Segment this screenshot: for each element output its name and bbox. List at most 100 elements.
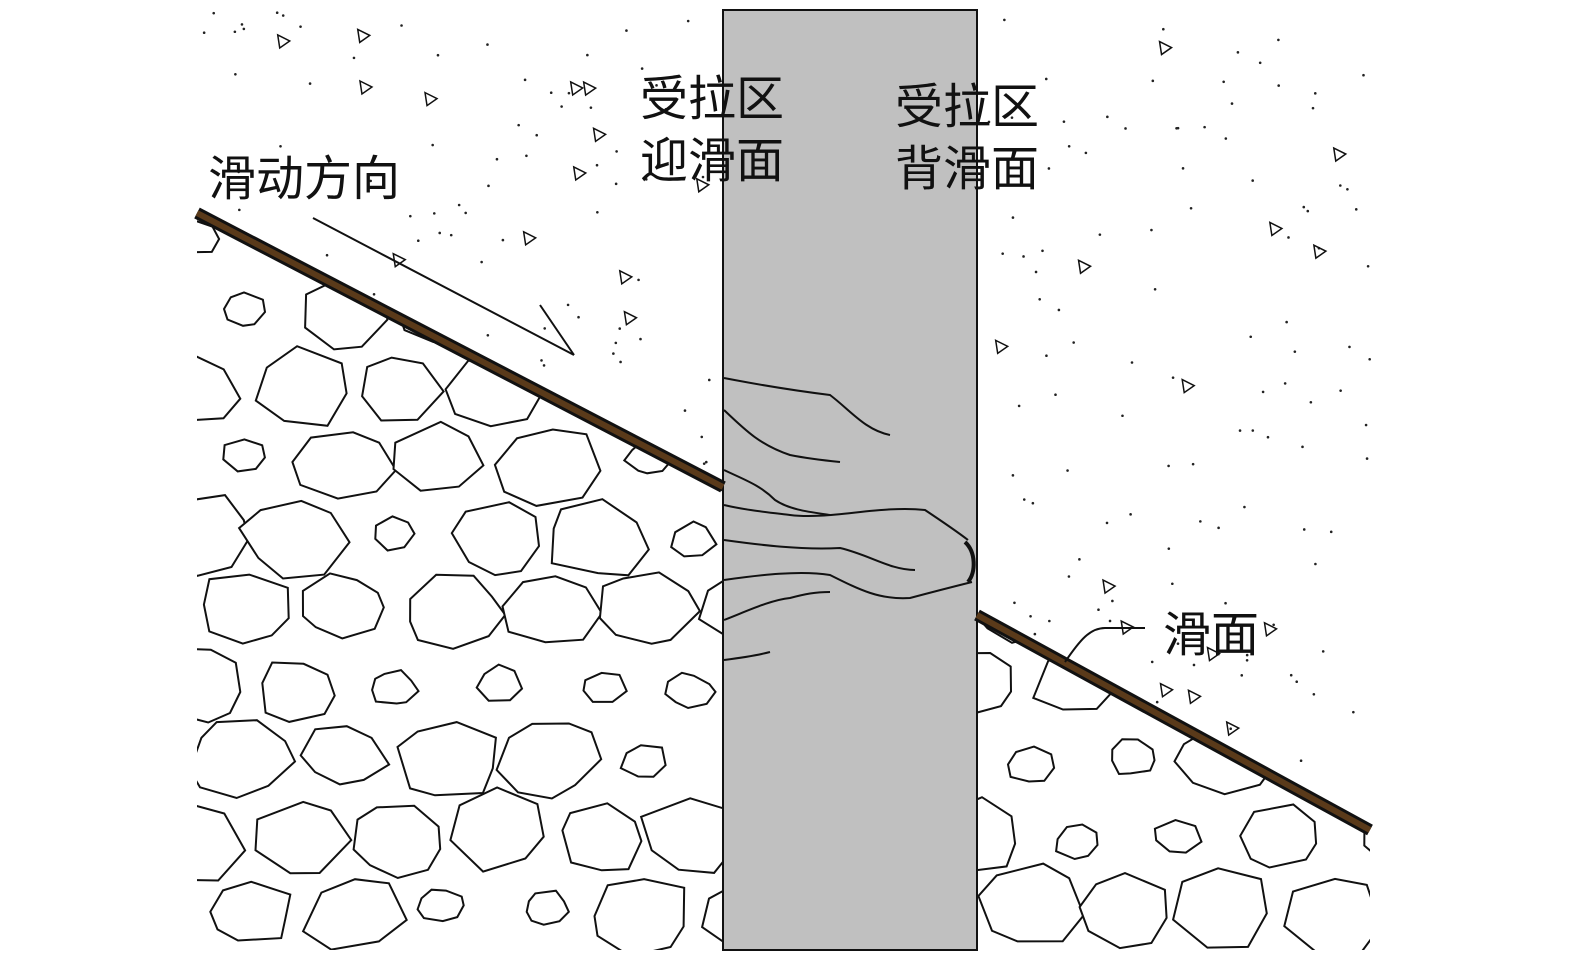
rock	[578, 220, 621, 254]
soil-dot	[1078, 558, 1081, 561]
soil-dot	[1108, 619, 1112, 623]
soil-dot	[525, 154, 528, 158]
soil-dot	[1348, 345, 1351, 349]
soil-dot	[704, 460, 708, 464]
aggregate-triangle	[569, 80, 585, 97]
soil-dot	[1312, 692, 1316, 696]
rock	[550, 498, 650, 577]
soil-dot	[560, 105, 563, 108]
soil-dot	[614, 182, 618, 186]
soil-dot	[1047, 167, 1051, 170]
soil-dot	[1011, 216, 1015, 219]
soil-dot	[1022, 255, 1025, 258]
aggregate-triangle	[623, 310, 638, 327]
rock	[1006, 745, 1056, 783]
aggregate-triangle	[424, 91, 439, 107]
soil-dot	[595, 163, 599, 167]
soil-dot	[1251, 429, 1255, 432]
soil-dot	[238, 208, 241, 212]
aggregate-triangle	[1158, 40, 1174, 56]
aggregate-triangle	[1332, 146, 1348, 163]
soil-dot	[614, 341, 618, 345]
rock	[1035, 190, 1129, 270]
rock	[501, 575, 604, 644]
soil-dot	[1277, 84, 1280, 87]
soil-dot	[1366, 264, 1370, 268]
soil-dot	[1033, 632, 1037, 636]
rock	[593, 878, 686, 950]
soil-dot	[1098, 233, 1102, 236]
rock	[1351, 375, 1395, 411]
rock	[1384, 578, 1484, 652]
aggregate-triangle	[522, 230, 538, 247]
rock	[396, 721, 497, 797]
soil-dot	[1066, 469, 1069, 472]
soil-dot	[299, 25, 302, 28]
soil-dot	[1266, 435, 1270, 439]
soil-dot	[1171, 582, 1174, 586]
label-tension-zone-left: 受拉区	[640, 71, 785, 127]
soil-dot	[1346, 187, 1349, 191]
rock	[197, 494, 250, 577]
soil-dot	[1283, 382, 1287, 385]
rock	[1335, 496, 1426, 566]
soil-dot	[1306, 209, 1310, 213]
rock	[301, 878, 408, 950]
soil-dot	[596, 210, 599, 214]
aggregate-triangle	[1312, 243, 1328, 260]
soil-dot	[240, 23, 244, 26]
rock	[222, 291, 267, 327]
soil-dot	[1272, 623, 1275, 627]
soil-dot	[577, 315, 580, 319]
aggregate-triangle	[994, 339, 1010, 355]
soil-dot	[542, 364, 546, 367]
soil-dot	[1191, 462, 1195, 466]
soil-dot	[1171, 376, 1175, 379]
rock	[989, 435, 1078, 504]
soil-dot	[464, 211, 467, 215]
rock-layer-right	[977, 190, 1484, 950]
rock	[1159, 669, 1209, 710]
soil-dot	[664, 108, 668, 111]
soil-dot	[1106, 115, 1109, 119]
soil-dot	[1192, 663, 1196, 667]
soil-dot	[1368, 357, 1371, 361]
rock	[561, 802, 643, 872]
soil-dot	[1309, 400, 1313, 404]
soil-dot	[1105, 521, 1109, 525]
rock	[1095, 295, 1145, 329]
soil-dot	[1249, 335, 1253, 339]
soil-dot	[1162, 27, 1165, 31]
soil-dot	[501, 238, 505, 242]
soil-dot	[487, 184, 490, 188]
soil-dot	[1222, 80, 1225, 84]
soil-dot	[1031, 501, 1035, 505]
soil-dot	[416, 239, 420, 243]
soil-dot	[549, 91, 553, 94]
rock	[664, 671, 717, 710]
soil-dot	[1295, 680, 1299, 684]
slip-surface-leader-line	[1064, 627, 1145, 663]
soil-dot	[279, 144, 282, 148]
aggregate-triangle	[592, 127, 608, 143]
soil-dot	[1243, 505, 1246, 509]
rock	[392, 265, 497, 344]
soil-dot	[1365, 457, 1369, 460]
soil-dot	[1230, 102, 1234, 105]
rock	[1281, 615, 1370, 643]
rock	[375, 218, 421, 255]
soil-dot	[644, 178, 648, 181]
rock	[979, 281, 1079, 346]
soil-dot	[1293, 350, 1297, 353]
soil-dot	[1285, 320, 1288, 324]
rock	[1239, 803, 1318, 869]
soil-dot	[1111, 599, 1114, 603]
soil-dot	[449, 233, 453, 237]
rock	[977, 615, 1078, 644]
rock	[566, 368, 614, 406]
soil-dot	[1044, 77, 1048, 81]
soil-dot	[523, 78, 527, 82]
rock	[197, 719, 297, 800]
soil-dot	[1189, 206, 1193, 210]
